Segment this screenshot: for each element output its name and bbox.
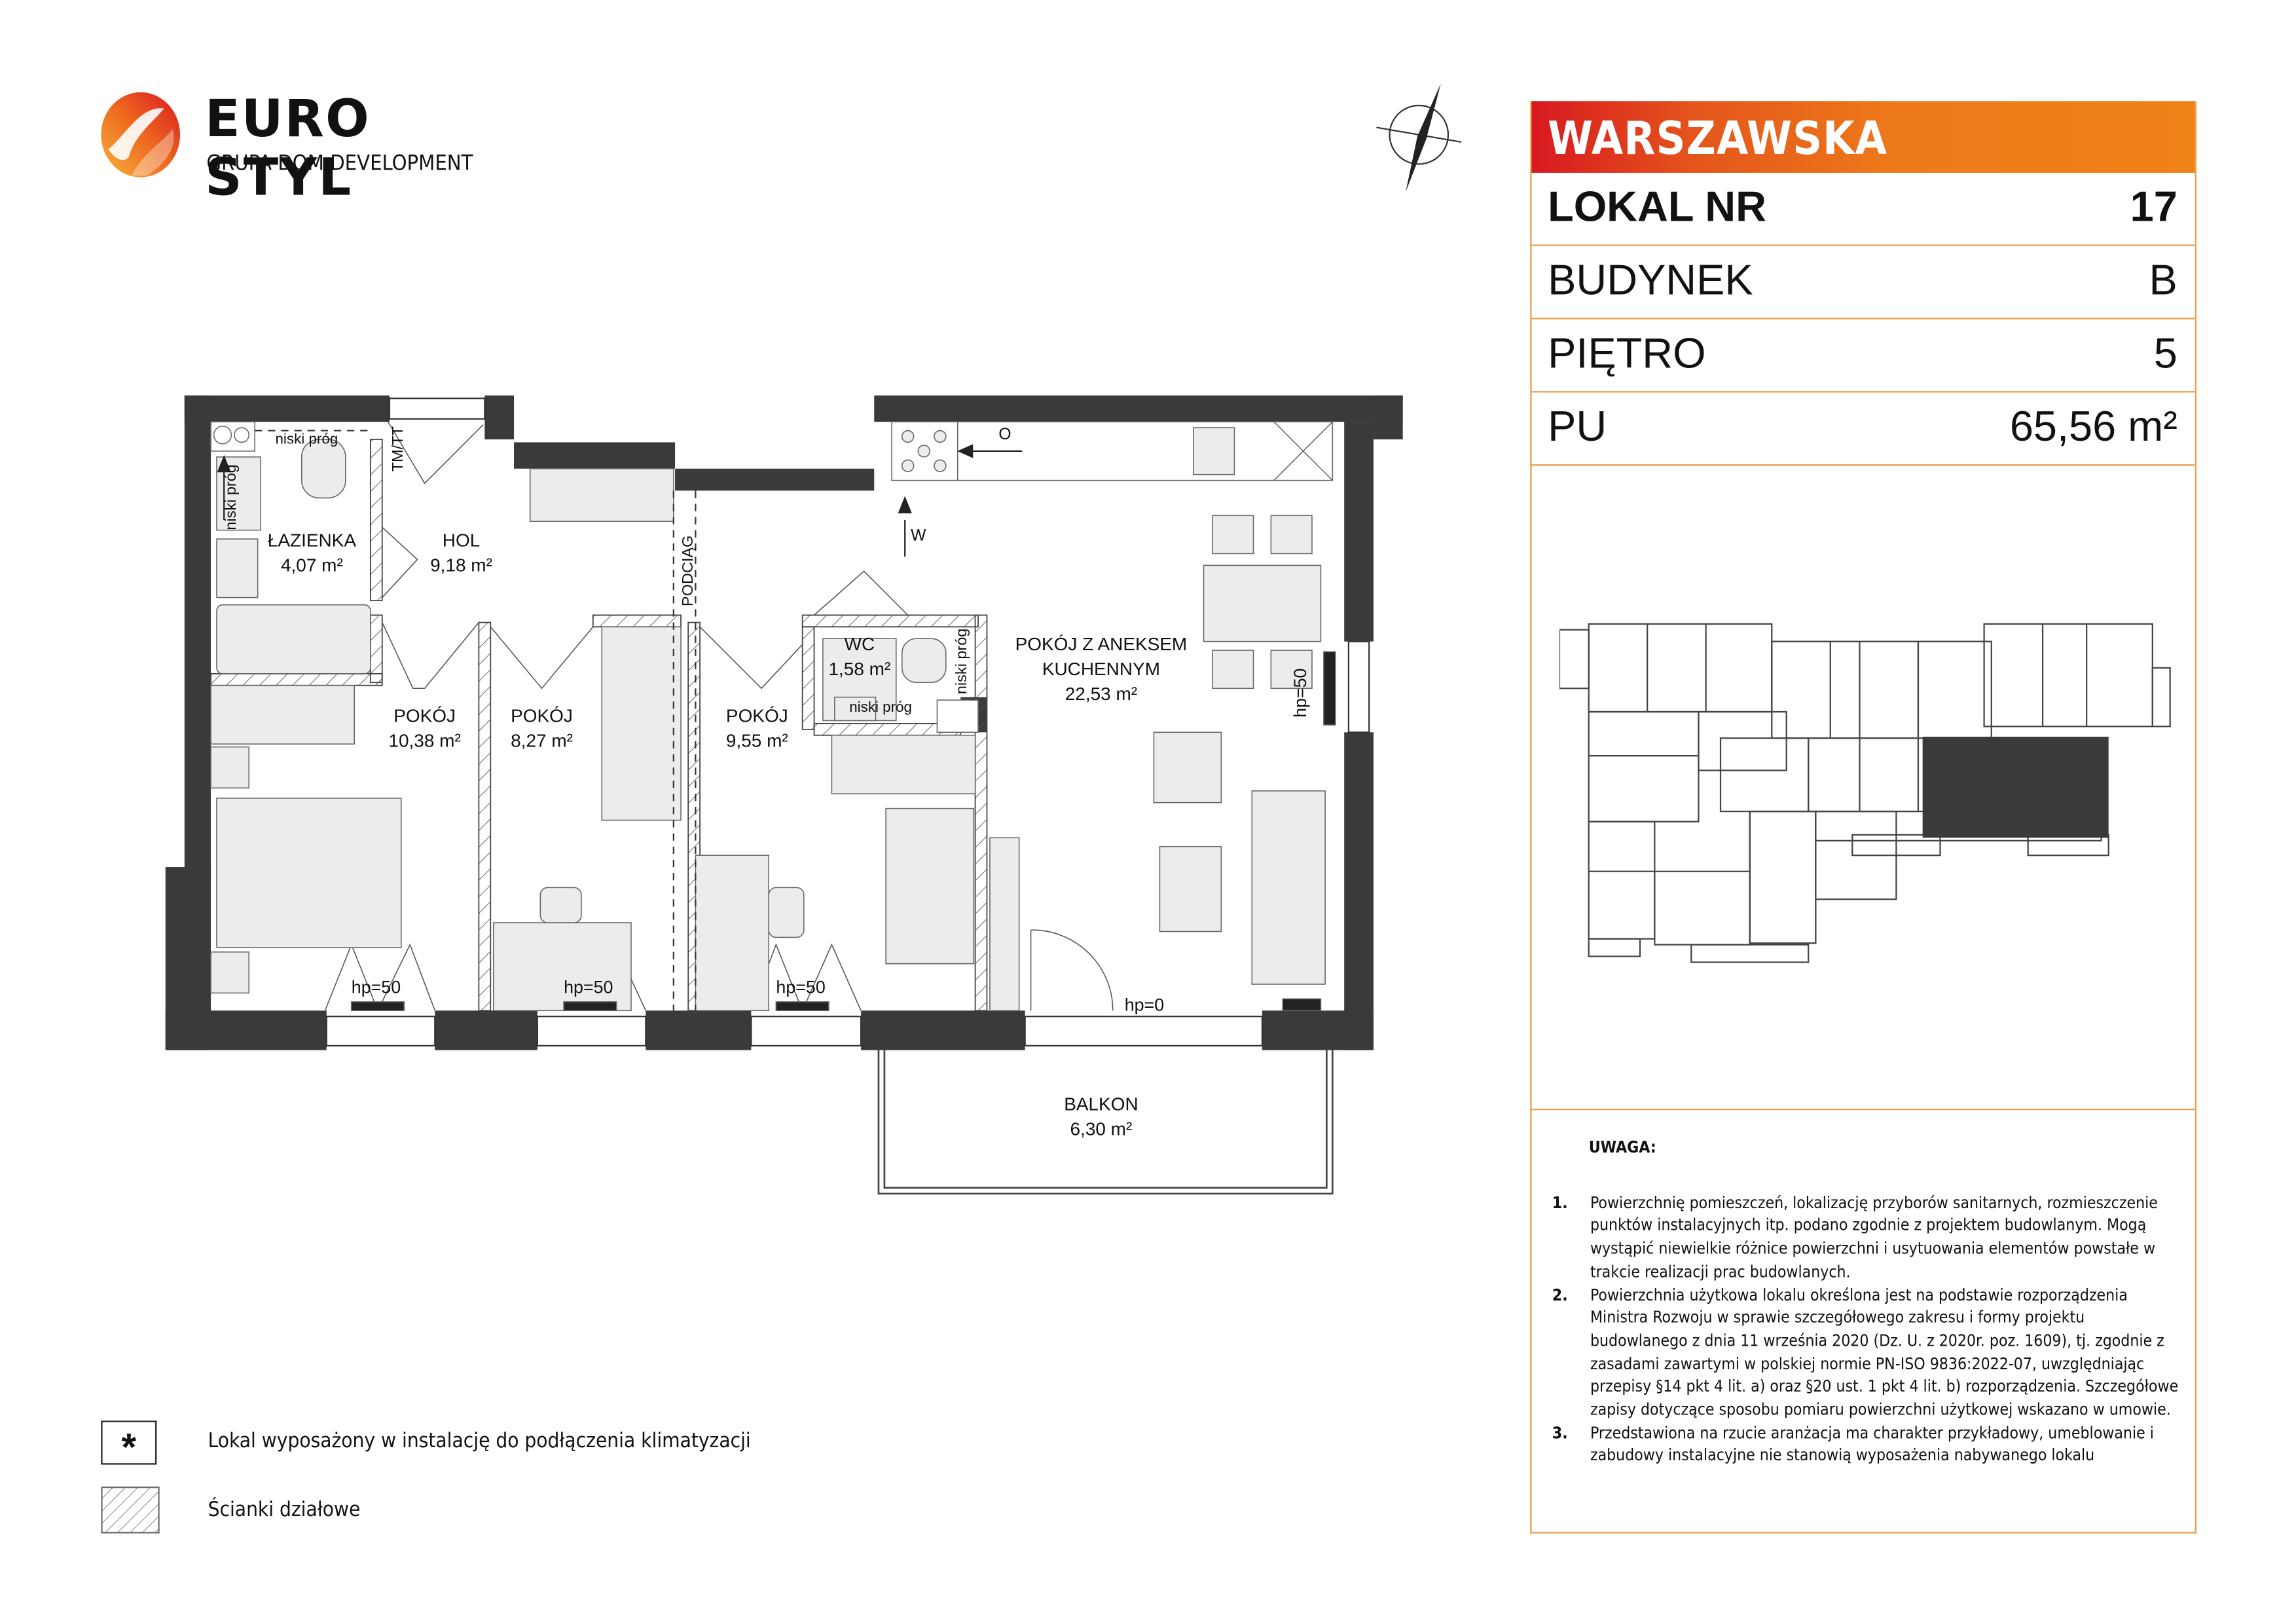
low-threshold-label: niski próg bbox=[222, 464, 240, 530]
room-name: POKÓJ Z ANEKSEM bbox=[1015, 634, 1188, 655]
eurostyl-flame-logo-icon bbox=[101, 92, 181, 177]
room-label-room-1: POKÓJ 10,38 m² bbox=[388, 705, 460, 754]
info-row-usable-area: PU 65,56 m² bbox=[1531, 392, 2195, 466]
beam-label: PODCIĄG bbox=[679, 535, 697, 606]
info-label: PIĘTRO bbox=[1548, 331, 1706, 378]
partition-legend-text: Ścianki działowe bbox=[208, 1498, 361, 1522]
room-label-living-kitchen: POKÓJ Z ANEKSEM KUCHENNYM 22,53 m² bbox=[1015, 633, 1188, 707]
balcony bbox=[877, 1050, 1334, 1195]
note-item: 1. Powierzchnię pomieszczeń, lokalizację … bbox=[1552, 1192, 2182, 1283]
notes-title: UWAGA: bbox=[1588, 1137, 1656, 1157]
room-area: 9,55 m² bbox=[725, 731, 788, 752]
note-text: Powierzchnia użytkowa lokalu określona j… bbox=[1590, 1285, 2179, 1420]
info-value: 65,56 m² bbox=[2009, 404, 2178, 451]
dashed-lines bbox=[255, 430, 697, 1011]
room-label-room-2: POKÓJ 8,27 m² bbox=[511, 705, 573, 754]
info-row-unit-number: LOKAL NR 17 bbox=[1531, 173, 2195, 246]
notes-section: UWAGA: 1. Powierzchnię pomieszczeń, lokal… bbox=[1552, 1137, 2182, 1468]
note-text: Przedstawiona na rzucie aranżacja ma cha… bbox=[1590, 1423, 2154, 1466]
toilet bbox=[301, 439, 346, 499]
room-name: WC bbox=[844, 634, 875, 655]
sill-height-label: hp=50 bbox=[351, 976, 401, 998]
room-label-room-3: POKÓJ 9,55 m² bbox=[726, 705, 788, 754]
room-name: BALKON bbox=[1064, 1094, 1139, 1115]
logo: EURO STYL GRUPA DOM DEVELOPMENT bbox=[97, 91, 492, 208]
room-name: POKÓJ bbox=[393, 706, 456, 727]
note-number: 1. bbox=[1552, 1193, 1568, 1213]
sill-height-label: hp=0 bbox=[1124, 994, 1165, 1015]
info-value: B bbox=[2149, 257, 2178, 305]
room-area: 22,53 m² bbox=[1065, 684, 1138, 705]
sill-height-label: hp=50 bbox=[1290, 668, 1311, 718]
panel-divider bbox=[1531, 1109, 2195, 1111]
partition-hatch-icon bbox=[101, 1486, 160, 1534]
low-threshold-label: niski próg bbox=[849, 700, 912, 716]
ac-legend-symbol: * bbox=[101, 1420, 157, 1469]
investment-name: WARSZAWSKA bbox=[1531, 101, 2195, 173]
brand-name: EURO STYL bbox=[205, 90, 371, 208]
room-name: ŁAZIENKA bbox=[267, 530, 356, 551]
info-row-building: BUDYNEK B bbox=[1531, 246, 2195, 320]
room-label-balcony: BALKON 6,30 m² bbox=[1064, 1093, 1138, 1143]
info-value: 5 bbox=[2153, 331, 2178, 378]
room-name: HOL bbox=[442, 530, 481, 551]
room-area: 8,27 m² bbox=[511, 731, 573, 752]
room-label-bathroom: ŁAZIENKA 4,07 m² bbox=[268, 528, 356, 578]
washer-marker: W bbox=[911, 527, 926, 545]
room-name: POKÓJ bbox=[725, 706, 788, 727]
room-area: 4,07 m² bbox=[280, 555, 343, 576]
sill-height-label: hp=50 bbox=[564, 976, 613, 998]
oven-marker: O bbox=[998, 426, 1011, 444]
asterisk-icon: * bbox=[121, 1425, 137, 1469]
apartment-info-panel: WARSZAWSKA LOKAL NR 17 BUDYNEK B PIĘTRO 5 P… bbox=[1530, 101, 2196, 1534]
note-item: 2. Powierzchnia użytkowa lokalu określona… bbox=[1552, 1283, 2182, 1422]
info-label: PU bbox=[1548, 404, 1607, 451]
info-label: LOKAL NR bbox=[1548, 184, 1767, 232]
ac-legend-text: Lokal wyposażony w instalację do podłącz… bbox=[208, 1429, 751, 1453]
note-text: Powierzchnię pomieszczeń, lokalizację pr… bbox=[1590, 1193, 2158, 1282]
building-key-plan bbox=[1559, 623, 2171, 963]
sill-height-label: hp=50 bbox=[776, 976, 826, 998]
room-label-wc: WC 1,58 m² bbox=[828, 633, 890, 682]
room-area: 1,58 m² bbox=[828, 659, 891, 680]
info-value: 17 bbox=[2130, 184, 2178, 232]
brand-tagline: GRUPA DOM DEVELOPMENT bbox=[206, 152, 473, 176]
door-swings bbox=[324, 421, 1114, 1011]
note-item: 3. Przedstawiona na rzucie aranżacja ma c… bbox=[1552, 1422, 2182, 1467]
note-number: 2. bbox=[1552, 1285, 1568, 1304]
room-area: 6,30 m² bbox=[1070, 1118, 1133, 1140]
info-label: BUDYNEK bbox=[1548, 257, 1753, 305]
tm-tt-label: TM/TT bbox=[389, 426, 407, 472]
appliance-arrows bbox=[217, 444, 1023, 557]
highlighted-unit bbox=[1922, 737, 2109, 838]
low-threshold-label: niski próg bbox=[275, 432, 338, 449]
fixtures-and-furniture bbox=[210, 421, 1336, 1012]
exterior-walls bbox=[165, 395, 1403, 1050]
room-label-hall: HOL 9,18 m² bbox=[430, 528, 492, 578]
room-area: 9,18 m² bbox=[430, 555, 492, 576]
note-number: 3. bbox=[1552, 1423, 1568, 1443]
room-name: POKÓJ bbox=[511, 706, 573, 727]
room-name-line2: KUCHENNYM bbox=[1042, 659, 1160, 680]
room-area: 10,38 m² bbox=[388, 731, 461, 752]
north-compass-icon bbox=[1376, 83, 1462, 192]
windows bbox=[325, 397, 1370, 1047]
info-row-floor: PIĘTRO 5 bbox=[1531, 320, 2195, 393]
low-threshold-label: niski próg bbox=[953, 628, 971, 695]
